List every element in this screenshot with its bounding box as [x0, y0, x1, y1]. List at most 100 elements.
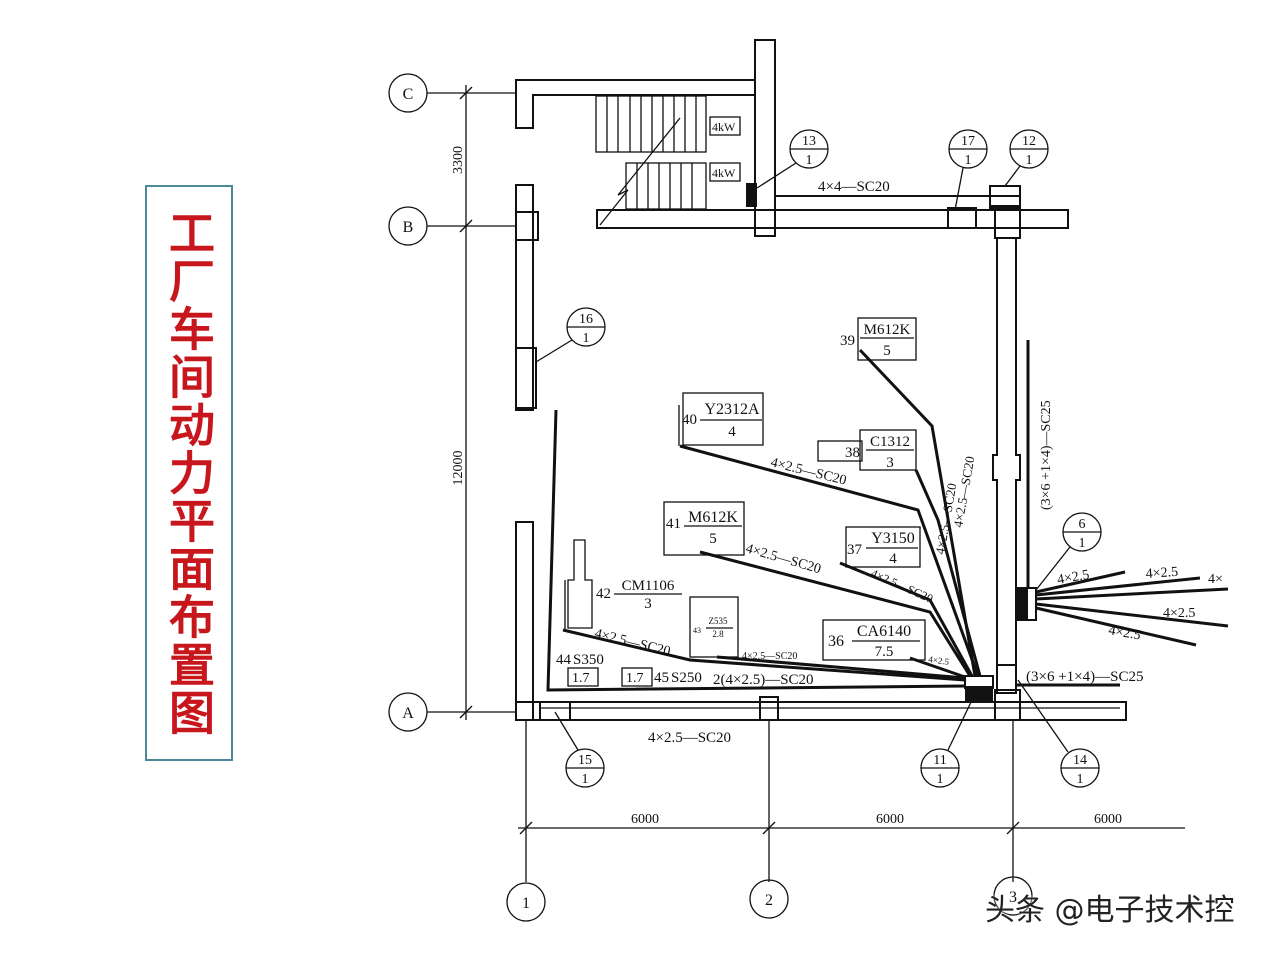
bubble-13: 131 — [756, 129, 829, 189]
svg-text:4×2.5—SC20: 4×2.5—SC20 — [744, 541, 823, 577]
equipment-43: 43 Z535 2.8 — [689, 596, 739, 658]
bubble-6: 61 — [1035, 512, 1102, 591]
bubble-12: 121 — [1004, 129, 1049, 187]
svg-text:4×2.5: 4×2.5 — [1163, 606, 1195, 621]
svg-text:C: C — [403, 86, 414, 103]
svg-text:12000: 12000 — [451, 451, 466, 486]
svg-text:37: 37 — [847, 542, 863, 558]
svg-text:40: 40 — [682, 412, 697, 428]
svg-text:1: 1 — [583, 331, 590, 346]
title-box: 工厂车间动力平面布置图 — [145, 185, 233, 761]
svg-text:1.7: 1.7 — [572, 671, 590, 686]
distribution-box-6-fill — [1018, 588, 1028, 620]
svg-text:4kW: 4kW — [712, 166, 736, 180]
svg-text:4×2.5: 4×2.5 — [1107, 623, 1142, 643]
svg-text:17: 17 — [961, 134, 975, 149]
svg-text:1: 1 — [1077, 772, 1084, 787]
bubble-17: 171 — [948, 129, 988, 211]
bubbles: 131 171 121 161 61 151 111 141 — [535, 129, 1102, 788]
equipment-39: 39 M612K 5 — [840, 317, 917, 361]
svg-text:41: 41 — [666, 516, 681, 532]
svg-text:36: 36 — [828, 633, 844, 650]
svg-text:1: 1 — [522, 895, 530, 912]
equipment-41: 41 M612K 5 — [663, 501, 745, 556]
svg-text:B: B — [403, 219, 414, 236]
svg-text:39: 39 — [840, 333, 855, 349]
svg-text:13: 13 — [802, 134, 816, 149]
svg-text:4×2.5—SC20: 4×2.5—SC20 — [769, 455, 848, 488]
svg-text:2.8: 2.8 — [712, 629, 724, 639]
svg-text:1: 1 — [582, 772, 589, 787]
svg-text:2: 2 — [765, 892, 773, 909]
stair-loads: 4kW 4kW — [709, 116, 757, 207]
svg-text:4×2.5—SC20: 4×2.5—SC20 — [648, 730, 731, 746]
column-axes: 6000 6000 6000 1 2 3 — [506, 720, 1185, 922]
bubble-15: 151 — [554, 711, 605, 788]
svg-text:C1312: C1312 — [870, 434, 910, 450]
svg-text:4×2.5: 4×2.5 — [1056, 568, 1091, 588]
svg-text:43: 43 — [693, 626, 701, 635]
svg-text:1: 1 — [1079, 536, 1086, 551]
stairs — [595, 95, 707, 226]
svg-text:Z535: Z535 — [709, 616, 728, 626]
svg-text:S250: S250 — [671, 670, 702, 686]
svg-text:Y2312A: Y2312A — [704, 401, 760, 418]
svg-text:6000: 6000 — [1094, 812, 1122, 827]
svg-text:14: 14 — [1073, 753, 1087, 768]
axis-c: C — [388, 73, 515, 113]
bubble-11: 111 — [920, 699, 973, 788]
svg-text:1: 1 — [1026, 153, 1033, 168]
drawing-title: 工厂车间动力平面布置图 — [162, 209, 216, 737]
svg-text:4×: 4× — [1208, 572, 1223, 587]
svg-text:42: 42 — [596, 586, 611, 602]
svg-text:44: 44 — [556, 652, 572, 668]
axis-b: B — [388, 206, 515, 246]
svg-text:M612K: M612K — [864, 322, 911, 338]
svg-text:A: A — [402, 705, 414, 722]
svg-text:4×2.5: 4×2.5 — [928, 654, 951, 667]
svg-text:1.7: 1.7 — [626, 671, 644, 686]
svg-text:M612K: M612K — [688, 509, 738, 526]
svg-text:Y3150: Y3150 — [871, 530, 915, 547]
bubble-14: 141 — [1017, 679, 1100, 788]
equipment-36: 36 CA6140 7.5 — [822, 619, 926, 661]
svg-text:5: 5 — [883, 343, 891, 359]
cable-runs — [546, 340, 1229, 692]
svg-text:15: 15 — [578, 753, 592, 768]
svg-text:6000: 6000 — [876, 812, 904, 827]
distribution-box-11-fill — [965, 686, 993, 702]
axis-a: A — [388, 692, 515, 732]
svg-text:4kW: 4kW — [712, 120, 736, 134]
svg-text:2(4×2.5)—SC20: 2(4×2.5)—SC20 — [713, 672, 814, 688]
svg-text:38: 38 — [845, 445, 860, 461]
equipment-37: 37 Y3150 4 — [845, 526, 921, 568]
svg-text:5: 5 — [709, 531, 717, 547]
watermark: 头条 @电子技术控 — [985, 893, 1235, 928]
svg-text:3: 3 — [1009, 889, 1017, 906]
svg-text:3300: 3300 — [451, 146, 466, 174]
svg-text:(3×6 +1×4)—SC25: (3×6 +1×4)—SC25 — [1026, 669, 1143, 685]
svg-text:11: 11 — [933, 753, 946, 768]
svg-text:4: 4 — [728, 424, 736, 440]
svg-text:CM1106: CM1106 — [622, 578, 675, 594]
svg-text:1: 1 — [806, 153, 813, 168]
svg-text:1: 1 — [965, 153, 972, 168]
equipment-40: 40 Y2312A 4 — [678, 392, 764, 446]
svg-text:6: 6 — [1079, 517, 1086, 532]
svg-text:7.5: 7.5 — [875, 644, 894, 660]
svg-text:3: 3 — [886, 455, 894, 471]
svg-text:(3×6 +1×4)—SC25: (3×6 +1×4)—SC25 — [1039, 400, 1054, 510]
svg-text:4×2.5: 4×2.5 — [1145, 565, 1178, 582]
equipment-38: 38 C1312 3 — [817, 429, 917, 471]
svg-text:4: 4 — [889, 551, 897, 567]
svg-text:4×4—SC20: 4×4—SC20 — [818, 179, 890, 195]
svg-text:4×2.5—SC20: 4×2.5—SC20 — [593, 626, 672, 659]
svg-text:16: 16 — [579, 312, 593, 327]
svg-text:CA6140: CA6140 — [857, 623, 911, 640]
